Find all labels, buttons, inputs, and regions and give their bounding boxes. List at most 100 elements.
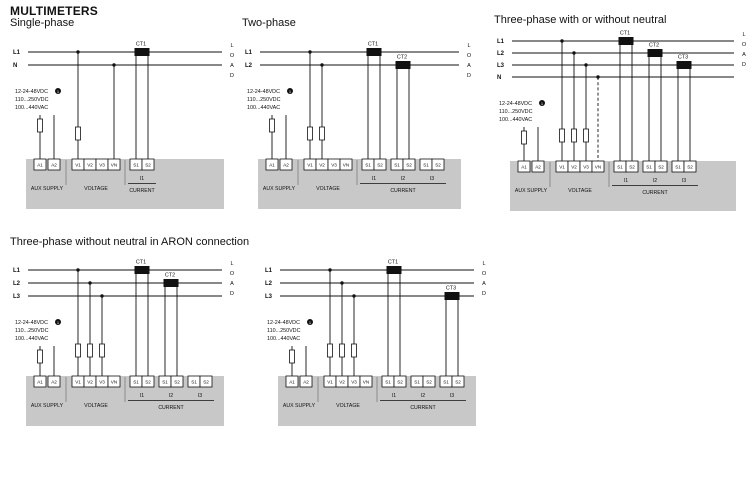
footnote-1-icon [539, 100, 545, 106]
fuse-icon [339, 343, 345, 358]
aux-supply-wires [289, 346, 307, 376]
voltage-connections [75, 50, 116, 159]
svg-text:I1: I1 [372, 176, 376, 182]
svg-text:S1: S1 [162, 380, 168, 385]
svg-text:A: A [482, 281, 486, 287]
svg-text:VN: VN [343, 163, 349, 168]
svg-text:L2: L2 [13, 281, 21, 287]
ct-icon [647, 49, 663, 57]
svg-text:A1: A1 [269, 163, 275, 168]
svg-text:AUX SUPPLY: AUX SUPPLY [515, 188, 548, 194]
svg-text:V1: V1 [75, 380, 81, 385]
svg-text:110...250VDC: 110...250VDC [499, 109, 533, 115]
svg-text:I1: I1 [140, 393, 144, 399]
svg-text:S2: S2 [406, 163, 412, 168]
svg-text:S1: S1 [443, 380, 449, 385]
svg-text:CURRENT: CURRENT [390, 188, 416, 194]
svg-text:100...440VAC: 100...440VAC [15, 105, 48, 111]
voltage-connections [559, 39, 600, 161]
svg-text:VN: VN [111, 163, 117, 168]
svg-text:110...250VDC: 110...250VDC [247, 97, 281, 103]
svg-text:S1: S1 [394, 163, 400, 168]
supply-lines: L1N [13, 50, 222, 69]
svg-text:A1: A1 [37, 380, 43, 385]
svg-text:VOLTAGE: VOLTAGE [84, 403, 108, 409]
ct-icon [618, 37, 634, 45]
svg-text:100...440VAC: 100...440VAC [267, 336, 300, 342]
svg-text:D: D [742, 62, 746, 68]
aux-supply-wires [269, 115, 287, 159]
svg-text:S2: S2 [203, 380, 209, 385]
svg-text:A2: A2 [535, 165, 541, 170]
svg-text:I3: I3 [682, 178, 686, 184]
svg-text:CT1: CT1 [368, 42, 378, 48]
ct-icon [676, 61, 692, 69]
fuse-icon [75, 126, 81, 141]
svg-text:O: O [230, 271, 235, 277]
svg-text:V3: V3 [331, 163, 337, 168]
aux-supply-wires [37, 115, 55, 159]
svg-text:100...440VAC: 100...440VAC [15, 336, 48, 342]
svg-text:CURRENT: CURRENT [410, 405, 436, 411]
svg-text:1: 1 [289, 89, 292, 94]
svg-text:V3: V3 [99, 163, 105, 168]
fuse-icon [307, 126, 313, 141]
svg-text:CT1: CT1 [388, 260, 398, 266]
svg-text:A1: A1 [521, 165, 527, 170]
svg-text:110...250VDC: 110...250VDC [15, 328, 49, 334]
svg-text:12-24-48VDC: 12-24-48VDC [15, 89, 48, 95]
svg-text:CT1: CT1 [136, 42, 146, 48]
svg-text:12-24-48VDC: 12-24-48VDC [15, 320, 48, 326]
svg-text:12-24-48VDC: 12-24-48VDC [267, 320, 300, 326]
svg-text:L1: L1 [497, 39, 505, 45]
svg-text:L: L [482, 261, 485, 267]
svg-text:I3: I3 [430, 176, 434, 182]
current-transformers: CT1 [134, 42, 150, 159]
svg-text:S2: S2 [174, 380, 180, 385]
svg-text:I1: I1 [140, 176, 144, 182]
svg-text:L3: L3 [265, 294, 273, 300]
svg-text:L: L [742, 32, 745, 38]
svg-text:1: 1 [57, 89, 60, 94]
svg-text:L2: L2 [245, 63, 253, 69]
svg-text:VN: VN [111, 380, 117, 385]
svg-text:CT1: CT1 [620, 31, 630, 37]
svg-text:S1: S1 [385, 380, 391, 385]
voltage-connections [327, 268, 357, 376]
svg-text:L: L [230, 261, 233, 267]
svg-text:V1: V1 [307, 163, 313, 168]
svg-text:V1: V1 [559, 165, 565, 170]
svg-text:L3: L3 [13, 294, 21, 300]
ct-icon [444, 292, 460, 300]
svg-text:S1: S1 [191, 380, 197, 385]
svg-text:S1: S1 [365, 163, 371, 168]
svg-text:D: D [467, 73, 471, 79]
svg-text:I1: I1 [392, 393, 396, 399]
svg-text:V3: V3 [99, 380, 105, 385]
svg-text:S2: S2 [629, 165, 635, 170]
fuse-icon [521, 130, 527, 145]
svg-text:VOLTAGE: VOLTAGE [568, 188, 592, 194]
svg-text:L: L [467, 43, 470, 49]
svg-text:O: O [230, 53, 235, 59]
svg-text:N: N [497, 75, 501, 81]
fuse-icon [327, 343, 333, 358]
svg-text:I3: I3 [198, 393, 202, 399]
svg-text:VOLTAGE: VOLTAGE [336, 403, 360, 409]
fuse-icon [319, 126, 325, 141]
svg-text:VOLTAGE: VOLTAGE [84, 186, 108, 192]
svg-text:S2: S2 [455, 380, 461, 385]
